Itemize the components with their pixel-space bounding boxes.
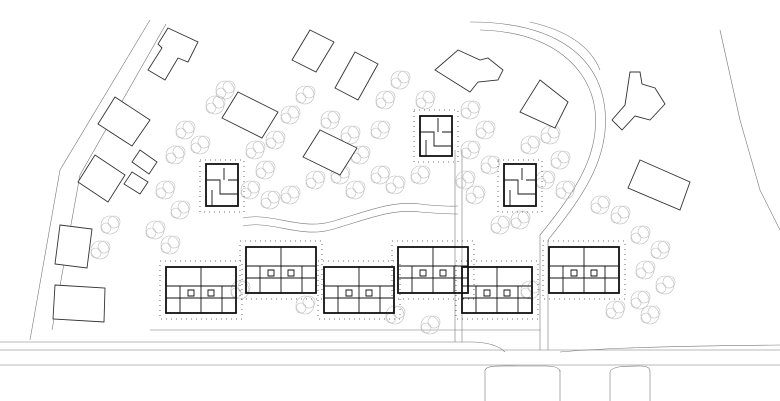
block-3 xyxy=(317,260,401,320)
road-network xyxy=(0,19,780,401)
block-1 xyxy=(159,260,243,320)
villa-top-center xyxy=(413,109,459,163)
trees xyxy=(90,70,676,335)
villa-left xyxy=(199,159,245,213)
block-4 xyxy=(391,240,475,300)
block-6 xyxy=(542,240,626,300)
block-5 xyxy=(455,260,539,320)
row-blocks xyxy=(159,240,626,320)
villa-right xyxy=(497,159,543,213)
block-2 xyxy=(239,240,323,300)
existing-buildings xyxy=(52,27,691,323)
